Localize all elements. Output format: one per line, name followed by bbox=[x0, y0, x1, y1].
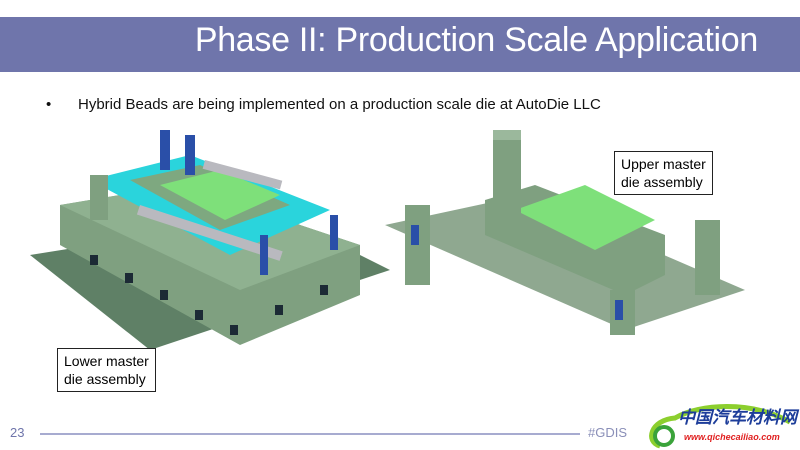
title-bar: Phase II: Production Scale Application bbox=[0, 17, 800, 72]
lower-die-label-line1: Lower master bbox=[64, 353, 149, 369]
footer-hashtag: #GDIS bbox=[588, 425, 628, 440]
watermark-url: www.qichecailiao.com bbox=[684, 432, 780, 442]
upper-die-label-line2: die assembly bbox=[621, 174, 703, 190]
bullet-marker: • bbox=[46, 96, 52, 113]
upper-die-label-line1: Upper master bbox=[621, 156, 706, 172]
footer-divider bbox=[40, 433, 580, 435]
watermark-car-logo-icon bbox=[649, 404, 792, 449]
lower-die-label-line2: die assembly bbox=[64, 371, 146, 387]
upper-die-assembly-image bbox=[385, 130, 745, 335]
watermark-chinese-text: 中国汽车材料网 bbox=[678, 408, 797, 427]
lower-die-label: Lower master die assembly bbox=[57, 348, 156, 392]
bullet-text: Hybrid Beads are being implemented on a … bbox=[78, 96, 601, 113]
slide-title: Phase II: Production Scale Application bbox=[194, 21, 758, 59]
upper-die-label: Upper master die assembly bbox=[614, 151, 713, 195]
page-number: 23 bbox=[10, 425, 25, 440]
lower-die-assembly-image bbox=[30, 130, 390, 350]
watermark: 中国汽车材料网 www.qichecailiao.com bbox=[640, 400, 800, 450]
bullet-item: • Hybrid Beads are being implemented on a… bbox=[46, 96, 601, 113]
